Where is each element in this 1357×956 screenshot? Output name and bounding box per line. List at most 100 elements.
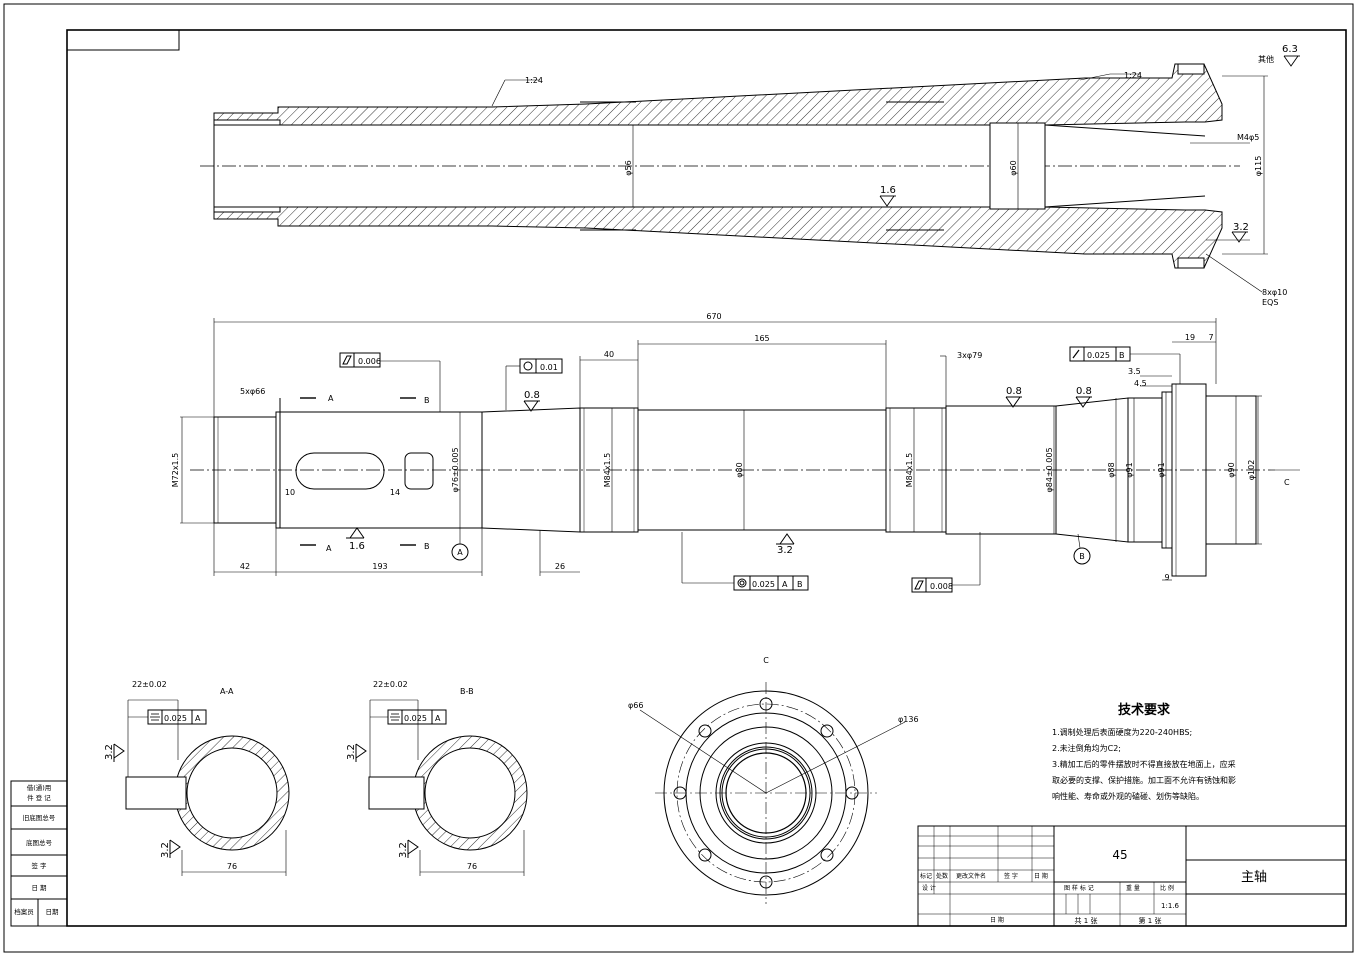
dim-40: 40: [604, 350, 614, 359]
thread-mid2-label: M84x1.5: [905, 453, 914, 488]
tb-label-3: 更改文件名: [956, 872, 986, 880]
tech-req-item-3: 3.精加工后的零件摆放时不得直接放在地面上，应采: [1052, 759, 1236, 769]
dia-84-label: φ84±0.005: [1045, 447, 1054, 492]
section-aa-sym-ref: A: [195, 714, 201, 723]
fcf-cyl-value: 0.008: [930, 582, 953, 591]
section-aa-width: 22±0.02: [132, 680, 167, 689]
material-label: 45: [1112, 848, 1127, 862]
top-sectional-view: [200, 55, 1300, 293]
dim-193: 193: [372, 562, 387, 571]
dim-19: 19: [1185, 333, 1195, 342]
tb-label-6: 设 计: [922, 884, 936, 892]
top-roughness-mid: 1.6: [880, 185, 896, 196]
side-label-6: 日 期: [31, 884, 47, 892]
dia-91a-label: φ91: [1125, 462, 1134, 477]
dim-42: 42: [240, 562, 250, 571]
fcf-coax-ref2: B: [797, 580, 803, 589]
side-label-4: 底图总号: [26, 838, 53, 847]
inner-frame: [66, 29, 1347, 927]
fcf-coax-ref1: A: [782, 580, 788, 589]
dim-165: 165: [754, 334, 769, 343]
tb-label-2: 处数: [936, 872, 948, 880]
dim-3-5: 3.5: [1128, 367, 1141, 376]
top-roughness-right: 3.2: [1233, 222, 1249, 233]
dia-102-label: φ102: [1247, 460, 1256, 481]
taper-right-label: 1:24: [1124, 71, 1142, 80]
section-a-top: A: [328, 394, 334, 403]
side-label-7: 档案员: [14, 907, 34, 916]
sheet-no-label: 第 1 张: [1139, 916, 1162, 925]
dim-total: 670: [706, 312, 721, 321]
tech-req-item-5: 响性能、寿命或外观的磕碰、划伤等缺陷。: [1052, 791, 1204, 801]
view-c-dia-66: φ66: [628, 701, 643, 710]
tech-req-heading: 技术要求: [1118, 702, 1171, 718]
roughness-08-a: 0.8: [524, 390, 540, 401]
main-shaft-view: [180, 318, 1300, 593]
side-label-3: 旧底图总号: [23, 813, 56, 822]
tb-label-4: 签 字: [1004, 872, 1018, 880]
dim-4-5: 4.5: [1134, 379, 1147, 388]
bolt-holes-eqs: EQS: [1262, 298, 1278, 307]
dim-14: 14: [390, 488, 400, 497]
tb-label-8: 图 样 标 记: [1064, 884, 1094, 892]
dia-88-label: φ88: [1107, 462, 1116, 477]
section-bb-dia: 76: [467, 862, 477, 871]
thread-holes-label: M4φ5: [1237, 133, 1259, 142]
dim-26: 26: [555, 562, 565, 571]
tech-req-item-1: 1.调制处理后表面硬度为220-240HBS;: [1052, 727, 1192, 737]
section-a-bottom: A: [326, 544, 332, 553]
fcf-flatness-value: 0.006: [358, 357, 381, 366]
fcf-circularity-value: 0.01: [540, 363, 558, 372]
section-aa-roughness-2: 3.2: [160, 842, 171, 858]
view-c-dia-136: φ136: [898, 715, 919, 724]
dim-10: 10: [285, 488, 295, 497]
view-c-flange: [639, 682, 906, 904]
outer-border: [3, 3, 1354, 953]
holes-left-label: 5xφ66: [240, 387, 265, 396]
side-label-1: 借(通)用: [27, 783, 52, 792]
tb-label-10: 比 例: [1160, 884, 1174, 892]
top-outer-dim: φ115: [1254, 156, 1263, 177]
part-name-label: 主轴: [1241, 870, 1267, 885]
datum-a-label: A: [457, 548, 463, 557]
tb-label-9: 重 量: [1126, 884, 1140, 892]
bolt-holes-label: 8xφ10: [1262, 288, 1287, 297]
top-bore-dim: φ56: [624, 160, 633, 175]
view-c-title: C: [763, 656, 769, 665]
side-label-5: 签 字: [31, 861, 47, 870]
section-aa-dia: 76: [227, 862, 237, 871]
roughness-32-main: 3.2: [777, 545, 793, 556]
datum-b-label: B: [1079, 552, 1085, 561]
side-label-8: 日期: [46, 908, 60, 916]
thread-mid1-label: M84x1.5: [603, 453, 612, 488]
roughness-08-c: 0.8: [1076, 386, 1092, 397]
dia-76-label: φ76±0.005: [451, 447, 460, 492]
view-c-arrow-label: C: [1284, 478, 1290, 487]
dia-91b-label: φ91: [1157, 462, 1166, 477]
section-bb-roughness-2: 3.2: [398, 842, 409, 858]
tb-label-1: 标记: [920, 872, 932, 880]
tech-req-item-2: 2.未注倒角均为C2;: [1052, 743, 1121, 753]
section-bb-title: B-B: [460, 687, 474, 696]
side-label-2: 件 登 记: [27, 793, 51, 802]
side-column: [10, 780, 68, 927]
section-bb-sym-value: 0.025: [404, 714, 427, 723]
section-aa-sym-value: 0.025: [164, 714, 187, 723]
section-bb-width: 22±0.02: [373, 680, 408, 689]
section-b-top: B: [424, 396, 430, 405]
scale-label: 1:1.6: [1161, 902, 1179, 910]
section-aa-title: A-A: [220, 687, 234, 696]
roughness-16-main: 1.6: [349, 541, 365, 552]
top-left-box: [66, 29, 180, 51]
dia-90-label: φ90: [1227, 462, 1236, 477]
fcf-runout-ref: B: [1119, 351, 1125, 360]
dia-80-label: φ80: [735, 462, 744, 477]
holes-right-label: 3xφ79: [957, 351, 982, 360]
dim-9: 9: [1164, 573, 1169, 582]
roughness-08-b: 0.8: [1006, 386, 1022, 397]
sheet-total-label: 共 1 张: [1075, 916, 1098, 925]
title-block: [917, 825, 1347, 927]
taper-left-label: 1:24: [525, 76, 543, 85]
tech-req-item-4: 取必要的支撑、保护措施。加工面不允许有锈蚀和影: [1052, 775, 1236, 785]
